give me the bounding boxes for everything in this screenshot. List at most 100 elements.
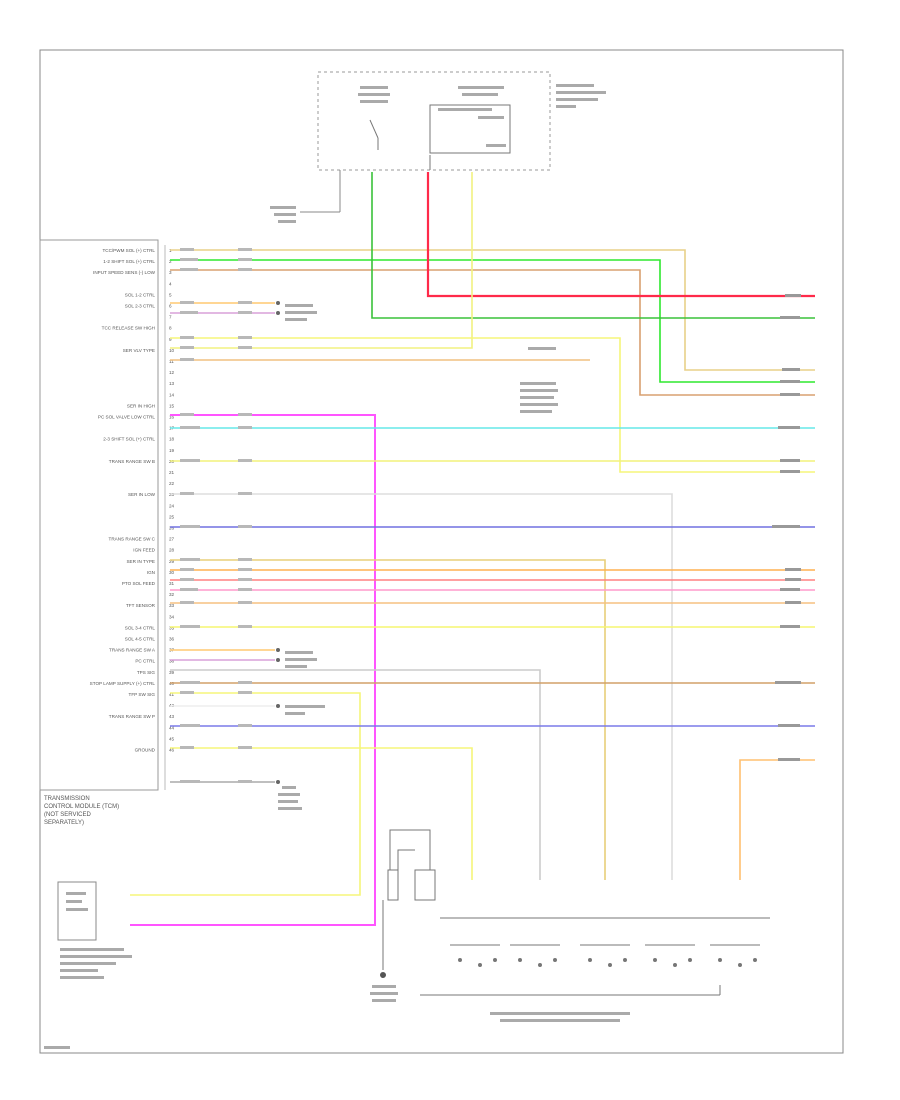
pin-label: 1-2 SHIFT SOL (+) CTRL (103, 259, 155, 264)
pin-label: SOL 1-2 CTRL (125, 292, 156, 297)
wire-yel-d (170, 747, 473, 880)
pin-number: 7 (169, 315, 172, 320)
pin-label: SER IN TYPE (126, 559, 155, 564)
pin-label: TRANS RANGE SW B (109, 459, 155, 464)
wire-org-d (739, 759, 815, 880)
pin-number: 35 (169, 625, 175, 630)
range-switch-contacts (450, 944, 760, 967)
pin-number: 21 (169, 470, 175, 475)
terminal-marks (772, 294, 801, 761)
pin-label: TPS SIG (137, 670, 156, 675)
pin-number: 16 (169, 415, 175, 420)
pin-label: SER IN LOW (128, 492, 156, 497)
wire-brn (170, 269, 815, 396)
pin-label: PTO SOL FEED (122, 581, 156, 586)
pin-number: 11 (169, 359, 174, 364)
pin-label: INPUT SPEED SENS (-) LOW (93, 270, 156, 275)
pin-label: TCC RELEASE SW HIGH (102, 326, 155, 331)
bottom-connectors (382, 829, 770, 996)
wire-wht (170, 493, 673, 880)
pin-label: PC CTRL (135, 659, 155, 664)
top-switch-box (317, 71, 551, 171)
pin-label: SER VLV TYPE (123, 348, 155, 353)
pin-number: 6 (169, 304, 172, 309)
pin-label: 2-3 SHIFT SOL (+) CTRL (103, 437, 155, 442)
pin-number: 44 (169, 725, 175, 730)
pin-number: 9 (169, 337, 172, 342)
pin-number: 31 (169, 581, 175, 586)
wire-yel (170, 337, 815, 473)
top-switch-symbol (369, 104, 511, 170)
pin-number: 5 (169, 292, 172, 297)
pin-number: 26 (169, 526, 175, 531)
pin-number: 15 (169, 403, 175, 408)
pin-number: 24 (169, 503, 175, 508)
pin-number: 46 (169, 748, 175, 753)
pin-number: 22 (169, 481, 175, 486)
pin-number: 18 (169, 437, 175, 442)
module-label-line: TRANSMISSION (44, 796, 90, 802)
pin-label: IGN FEED (133, 548, 155, 553)
pin-number: 10 (169, 348, 175, 353)
pin-number: 38 (169, 659, 175, 664)
pin-number: 28 (169, 548, 175, 553)
pin-label: TRANS RANGE SW A (109, 648, 156, 653)
pin-number: 2 (169, 259, 172, 264)
wire-yel-c (130, 692, 361, 896)
wire-lt-grn (170, 259, 815, 383)
wire-yel-top (170, 172, 473, 349)
wire-dk-grn (371, 172, 815, 319)
pin-label: TRANS RANGE SW C (109, 537, 156, 542)
top-box-text (270, 84, 606, 223)
connector-marks (276, 301, 280, 784)
pin-number: 34 (169, 614, 175, 619)
pin-number: 4 (169, 281, 172, 286)
pin-label: IGN (147, 570, 155, 575)
pin-number: 19 (169, 448, 175, 453)
tcm-module-box (39, 239, 159, 791)
pin-label: STOP LAMP SUPPLY (+) CTRL (90, 681, 156, 686)
wire-tan (170, 249, 815, 371)
wire-tan-blk (170, 559, 606, 880)
pin-number: 13 (169, 381, 175, 386)
pin-number: 45 (169, 736, 175, 741)
pin-number: 25 (169, 514, 175, 519)
pin-number: 29 (169, 559, 175, 564)
module-label-line: (NOT SERVICED (44, 812, 91, 818)
pin-number: 32 (169, 592, 175, 597)
pin-number: 3 (169, 270, 172, 275)
pin-label: GROUND (135, 748, 156, 753)
pin-label: SER IN HIGH (127, 403, 155, 408)
pin-label: PC SOL VALVE LOW CTRL (98, 415, 156, 420)
pin-label: SOL 3-4 CTRL (125, 625, 156, 630)
pin-label: TFT SENSOR (126, 603, 156, 608)
sensor-box (57, 881, 97, 941)
pin-label: SOL 4-5 CTRL (125, 637, 156, 642)
module-label-line: CONTROL MODULE (TCM) (44, 804, 119, 810)
wire-red (426, 172, 815, 298)
pin-label: TCC/PWM SOL (+) CTRL (102, 248, 155, 253)
pin-number: 27 (169, 537, 175, 542)
pin-label: TRANS RANGE SW P (109, 714, 155, 719)
pin-number: 33 (169, 603, 175, 608)
wire-grey (170, 669, 541, 880)
module-label-line: SEPARATELY) (44, 820, 84, 826)
module-label: TRANSMISSION CONTROL MODULE (TCM) (NOT S… (44, 796, 119, 826)
wires (130, 172, 815, 926)
pin-label: TFP SW SIG (129, 692, 156, 697)
diagram-frame (39, 49, 844, 1054)
ground-symbol (380, 972, 386, 978)
pin-number: 43 (169, 714, 175, 719)
pin-number: 8 (169, 326, 172, 331)
sensor-box-text (44, 892, 630, 1049)
pin-number: 39 (169, 670, 175, 675)
pin-label: SOL 2-3 CTRL (125, 304, 156, 309)
pin-number: 30 (169, 570, 175, 575)
wire-code-marks (180, 248, 252, 783)
pin-number: 36 (169, 637, 175, 642)
pin-number: 14 (169, 392, 175, 397)
pin-number: 41 (169, 692, 175, 697)
pin-number: 12 (169, 370, 175, 375)
